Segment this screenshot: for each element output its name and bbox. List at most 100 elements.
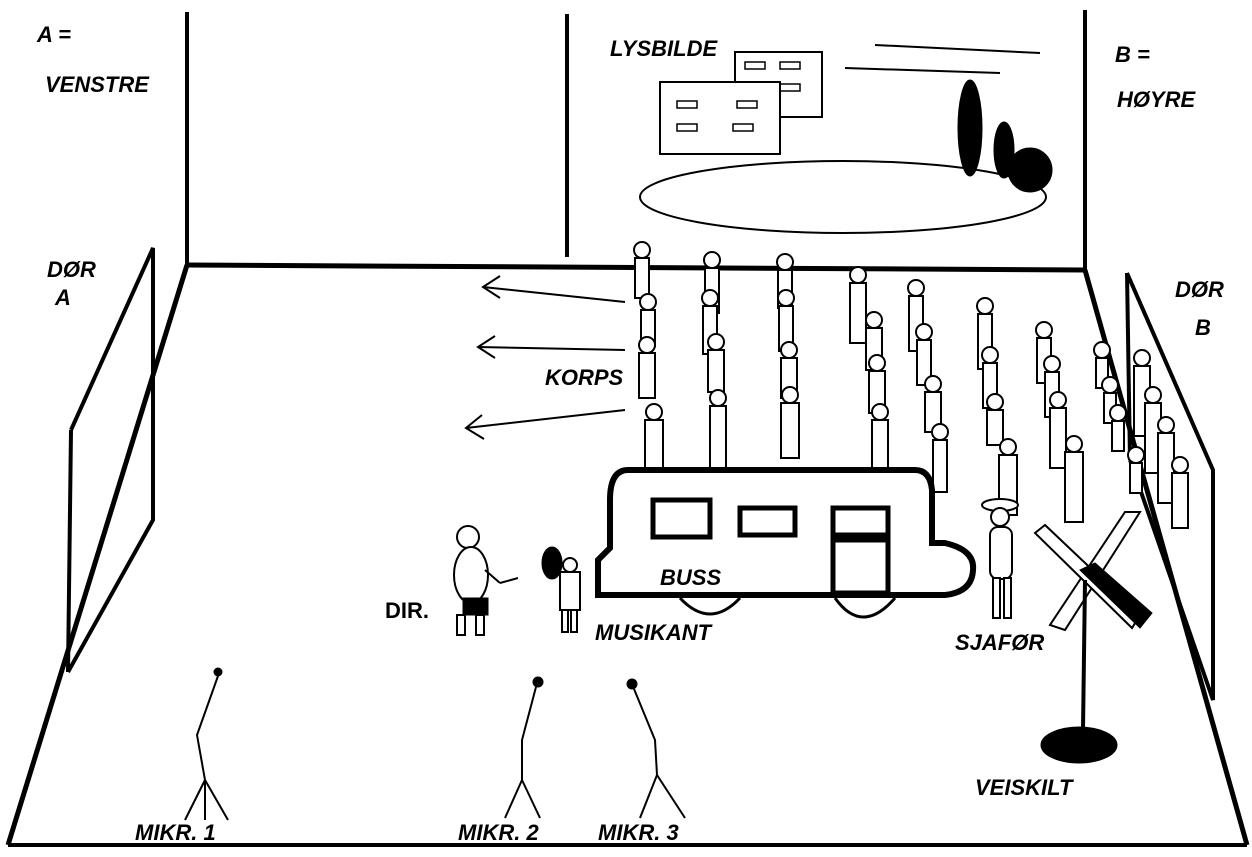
slide-window: [779, 61, 801, 70]
stage-left-edge: [5, 264, 190, 846]
band-member: [780, 386, 800, 459]
label-slide: LYSBILDE: [610, 36, 718, 61]
label-conductor: DIR.: [385, 598, 429, 623]
musician-instrument: [541, 546, 563, 580]
label-mic1: MIKR. 1: [135, 820, 216, 845]
door-a-frame: [66, 247, 155, 673]
mic-stand: [195, 675, 219, 781]
slide-window: [732, 123, 754, 132]
band-member-body: [707, 349, 725, 393]
label-band: KORPS: [545, 365, 624, 390]
conductor-head: [456, 525, 480, 549]
band-member-head: [1171, 456, 1189, 474]
band-member-head: [865, 311, 883, 329]
conductor-body: [453, 546, 489, 604]
band-member-body: [986, 409, 1004, 446]
road-sign-base: [1040, 726, 1118, 764]
mic-leg: [521, 779, 541, 819]
label-mic2: MIKR. 2: [458, 820, 539, 845]
conductor-baton: [499, 577, 519, 584]
band-member: [924, 375, 942, 433]
band-member-head: [986, 393, 1004, 411]
driver-body: [989, 526, 1013, 580]
slide-window: [779, 83, 801, 92]
band-member-head: [638, 336, 656, 354]
slide-line-top: [874, 44, 1041, 54]
driver-leg: [992, 577, 1001, 619]
slide-floor-ellipse: [639, 160, 1047, 234]
band-member-head: [849, 266, 867, 284]
band-member-head: [1049, 391, 1067, 409]
driver-head: [990, 507, 1010, 527]
driver-leg: [1003, 577, 1012, 619]
mic-leg: [204, 779, 229, 821]
bus-wheel: [678, 596, 742, 616]
arrow-line: [477, 346, 626, 351]
band-member-head: [976, 297, 994, 315]
label-door-a-2: A: [54, 285, 71, 310]
label-mic3: MIKR. 3: [598, 820, 679, 845]
band-member-head: [1093, 341, 1111, 359]
band-member-head: [981, 346, 999, 364]
conductor-arm: [484, 569, 501, 584]
arrow-head: [464, 414, 485, 440]
slide-window: [736, 100, 758, 109]
band-member-head: [709, 389, 727, 407]
band-member-head: [701, 289, 719, 307]
band-member-head: [868, 354, 886, 372]
band-member-body: [932, 439, 948, 493]
band-member: [1109, 404, 1127, 452]
conductor-figure: [453, 525, 519, 636]
slide-dark-shape-tall: [957, 79, 983, 177]
band-member-body: [780, 402, 800, 459]
mic-head: [626, 678, 638, 690]
mic-leg: [639, 774, 658, 819]
label-bus: BUSS: [660, 565, 721, 590]
slide-window: [676, 100, 698, 109]
band-member-head: [1035, 321, 1053, 339]
musician-head: [562, 557, 578, 573]
mic-stand: [521, 686, 537, 780]
label-door-b-1: DØR: [1175, 277, 1224, 302]
band-member: [986, 393, 1004, 446]
mic-stand: [633, 688, 658, 776]
band-member-head: [639, 293, 657, 311]
band-member-head: [915, 323, 933, 341]
labels: A = VENSTRE B = HØYRE LYSBILDE DØR A DØR…: [36, 22, 1224, 845]
conductor-dark-block: [462, 597, 489, 616]
band-member-head: [1133, 349, 1151, 367]
band-member-body: [1111, 420, 1125, 452]
band-member-body: [849, 282, 867, 344]
mic-head: [213, 667, 223, 677]
band-member-head: [1157, 416, 1175, 434]
band-member-body: [644, 419, 664, 469]
band-member-head: [1043, 355, 1061, 373]
band-member-body: [1064, 451, 1084, 523]
musician-body: [559, 571, 581, 611]
conductor-leg: [456, 614, 466, 636]
label-road-sign: VEISKILT: [975, 775, 1074, 800]
band-member-head: [781, 386, 799, 404]
band-member-body: [709, 405, 727, 469]
band-member-head: [1101, 376, 1119, 394]
band-member: [1171, 456, 1189, 529]
band-arrows: [464, 275, 626, 440]
musician-leg: [561, 609, 569, 633]
road-sign-arm-dark: [1079, 562, 1153, 629]
road-sign: [1033, 511, 1153, 764]
door-a-edge: [66, 429, 73, 673]
microphone-1: [184, 667, 229, 821]
bus-window: [830, 505, 891, 538]
slide-window: [744, 61, 766, 70]
band-member: [871, 403, 889, 471]
band-member-body: [1129, 462, 1143, 494]
label-right-side: B =: [1115, 42, 1150, 67]
stage-right-edge: [1082, 269, 1250, 846]
slide-dark-shape-round: [1007, 147, 1053, 193]
band-member-head: [907, 279, 925, 297]
bus-door: [830, 537, 891, 596]
label-driver: SJAFØR: [955, 630, 1044, 655]
band-member: [1127, 446, 1145, 494]
band-member-head: [924, 375, 942, 393]
